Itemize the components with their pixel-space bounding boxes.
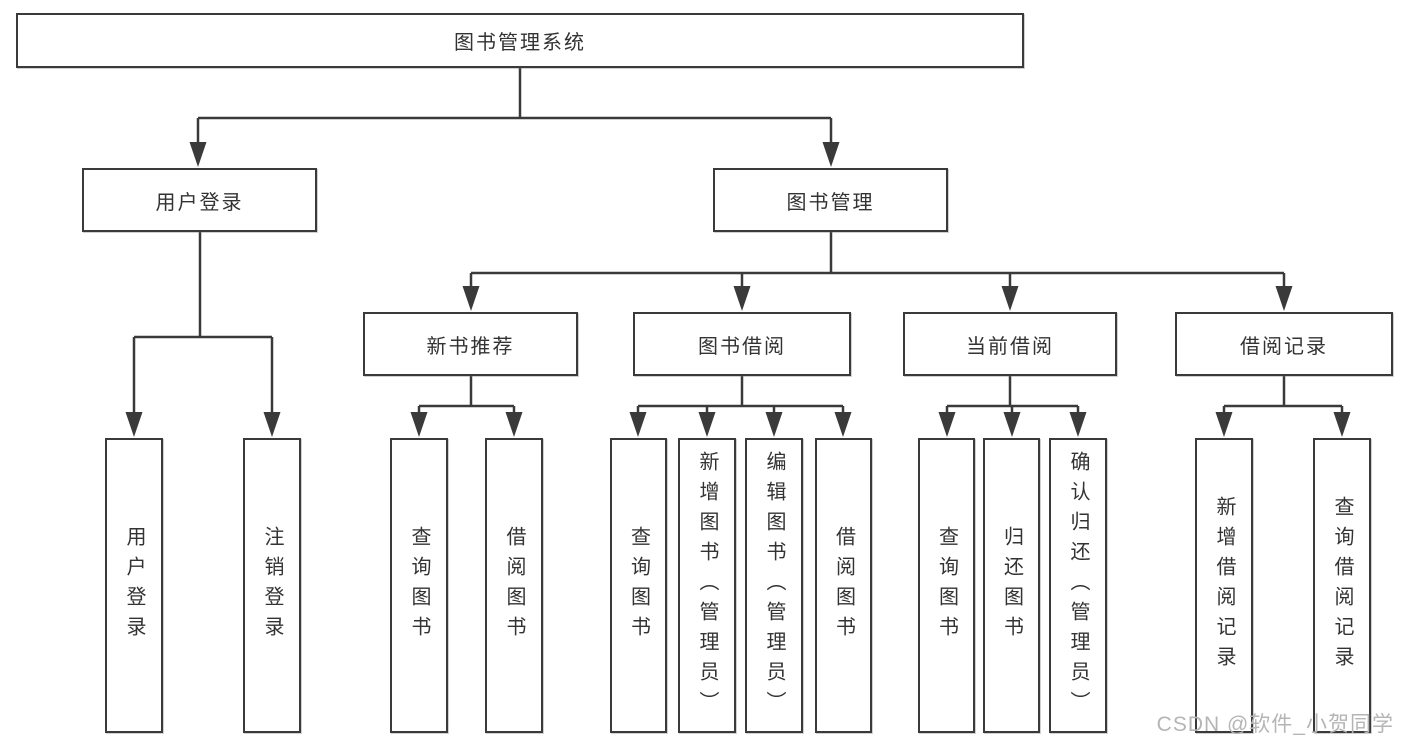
leaf-cb-confirm-return: 确认归还（管理员） [1049,438,1107,733]
node-new-book-recommend: 新书推荐 [363,312,578,376]
node-borrow-records: 借阅记录 [1175,312,1393,376]
leaf-nb-borrow-books-label: 借阅图书 [503,525,525,646]
node-book-management-label: 图书管理 [786,191,875,214]
node-current-borrow-label: 当前借阅 [966,335,1054,358]
leaf-cb-search-books-label: 查询图书 [935,525,958,646]
node-book-borrow: 图书借阅 [633,312,851,376]
leaf-cb-return-books-label: 归还图书 [1000,525,1023,646]
node-user-login-label: 用户登录 [155,191,244,214]
node-borrow-records-label: 借阅记录 [1240,335,1328,358]
node-new-book-recommend-label: 新书推荐 [426,335,515,358]
csdn-watermark: CSDN @软件_小贺同学 [1156,713,1394,736]
node-user-login: 用户登录 [82,168,317,232]
leaf-bb-add-books-label: 新增图书（管理员） [696,450,718,721]
node-root-label: 图书管理系统 [454,32,586,54]
leaf-bb-add-books: 新增图书（管理员） [678,438,736,733]
leaf-br-search-record-label: 查询借阅记录 [1331,495,1353,676]
leaf-bb-borrow-books-label: 借阅图书 [832,525,855,646]
leaf-br-search-record: 查询借阅记录 [1313,438,1371,733]
leaf-user-login: 用户登录 [105,438,163,733]
leaf-cb-search-books: 查询图书 [918,438,975,733]
node-current-borrow: 当前借阅 [903,312,1117,376]
leaf-logout-label: 注销登录 [261,525,283,646]
leaf-bb-search-books: 查询图书 [610,438,667,733]
leaf-bb-edit-books: 编辑图书（管理员） [745,438,803,733]
leaf-bb-borrow-books: 借阅图书 [815,438,872,733]
node-book-borrow-label: 图书借阅 [698,335,786,358]
leaf-cb-confirm-return-label: 确认归还（管理员） [1067,450,1089,721]
leaf-bb-search-books-label: 查询图书 [627,525,650,646]
leaf-br-add-record-label: 新增借阅记录 [1213,495,1235,676]
leaf-br-add-record: 新增借阅记录 [1195,438,1253,733]
node-book-management: 图书管理 [713,168,948,232]
arrowheads [125,142,1351,437]
leaf-logout: 注销登录 [243,438,301,733]
leaf-nb-borrow-books: 借阅图书 [485,438,543,733]
leaf-nb-search-books-label: 查询图书 [408,525,430,646]
leaf-nb-search-books: 查询图书 [390,438,448,733]
leaf-user-login-label: 用户登录 [123,525,145,646]
leaf-cb-return-books: 归还图书 [983,438,1040,733]
node-root: 图书管理系统 [16,13,1024,68]
leaf-bb-edit-books-label: 编辑图书（管理员） [763,450,785,721]
